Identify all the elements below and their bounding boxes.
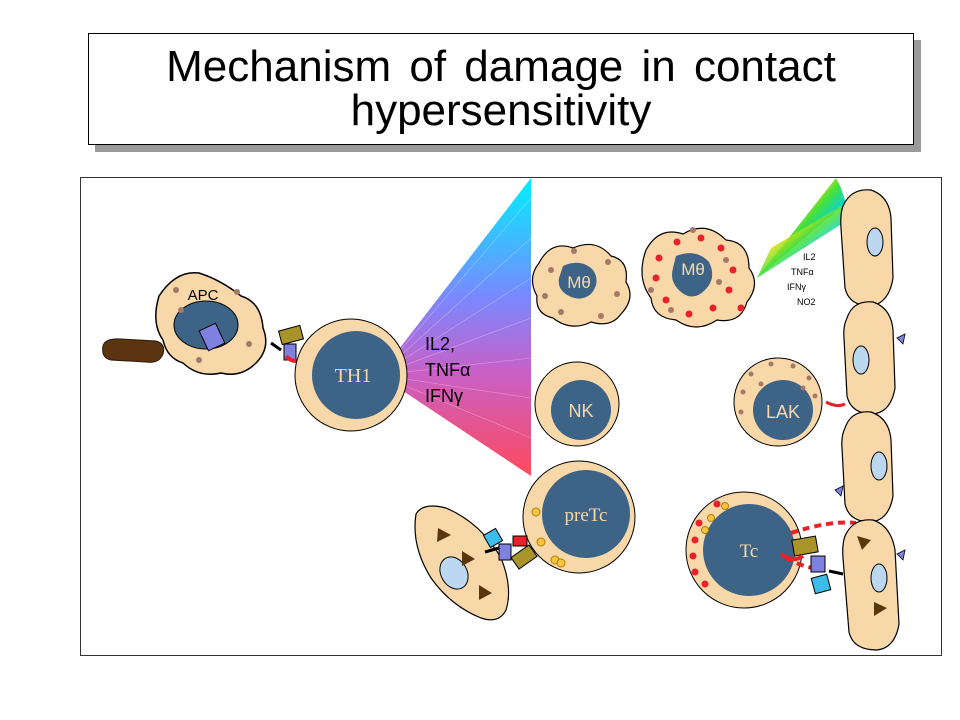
tc-granules-red [689,500,721,588]
mhc-purple-target [498,543,512,561]
pretc-label: preTc [565,505,608,526]
antigen-triangle [479,585,492,600]
receptor-mark [896,333,906,345]
target-cell-right-2-nucleus [852,345,870,375]
lak-contact [825,400,846,408]
signal-line-tc [828,569,844,576]
apc-granule [178,307,184,313]
tcr-purple-tc [810,555,826,573]
tcr-olive-tc [791,535,819,557]
antigen-triangle [874,602,887,616]
tc-label: Tc [740,541,759,562]
page-title: Mechanism of damage in contact hypersens… [166,42,836,135]
small-cytokine-ifng: IFNγ [787,282,806,292]
antigen-triangle [462,551,475,566]
target-cell-left-nucleus [439,556,469,590]
target-cell-right-1-nucleus [866,227,884,257]
cytokine-label-tnfa: TNFα [425,360,470,380]
apc-granule [173,287,179,293]
apc-granule [246,341,252,347]
lak-label: LAK [766,402,800,422]
macrophage-1-nucleus [558,262,597,299]
macrophage-2-granules-red [652,234,745,318]
small-cytokine-no2: NO2 [797,297,816,307]
lak-granules [738,361,818,415]
tc-red-ring [779,552,805,561]
tcr-red-pretc [512,535,528,547]
tcr-olive-th1 [277,324,305,346]
cytokine-fan [379,178,531,476]
apc-granule [196,357,202,363]
tc-granules-yellow [701,502,729,534]
antigen-triangle [857,536,871,550]
nk-nucleus [551,380,611,440]
receptor-mark [896,549,906,561]
pretc-nucleus [542,470,630,558]
title-box: Mechanism of damage in contact hypersens… [88,33,914,145]
cytokine-label-il2: IL2, [425,334,455,354]
mhc-molecule-apc [198,322,226,352]
allergen-fragment-1 [102,338,165,363]
small-cytokine-il2: IL2 [803,252,816,262]
macrophage-2-granules-brown [648,227,729,313]
diagram-svg: APC TH1 IL2, TNFα IFNγ Mθ Mθ NK LAK [102,178,906,651]
antigen-triangle [437,528,451,542]
macrophage-2-label: Mθ [681,260,705,279]
signal-line-pretc [484,546,500,554]
target-cell-right-3 [841,411,894,523]
target-cell-right-3-nucleus [870,451,888,481]
signal-line [270,341,282,352]
apc-label: APC [188,287,219,304]
tc-nucleus [703,504,795,596]
lak-nucleus [753,380,813,440]
macrophage-1-label: Mθ [567,273,591,292]
mhc-cyan-target [482,527,504,549]
pretc-granules [531,507,566,568]
small-cytokine-tnfa: TNFα [791,267,814,277]
macrophage-2-nucleus [672,253,713,297]
target-cell-right-4-nucleus [870,563,888,593]
cytokine-fan-small-tail [757,203,851,278]
apc-granule [234,289,240,295]
diagram-panel: APC TH1 IL2, TNFα IFNγ Mθ Mθ NK LAK [80,177,942,656]
macrophage-1-granules [542,248,620,319]
target-cell-right-1 [840,189,894,307]
target-cell-right-4 [842,519,900,651]
th1-label: TH1 [335,365,372,387]
perforin-path [790,520,857,535]
cytokine-label-ifng: IFNγ [425,386,463,406]
nk-label: NK [568,401,593,421]
mhc-cyan-tc [810,573,832,595]
tcr-olive-pretc [510,544,538,570]
receptor-mark [834,485,844,497]
th1-nucleus [312,331,400,419]
